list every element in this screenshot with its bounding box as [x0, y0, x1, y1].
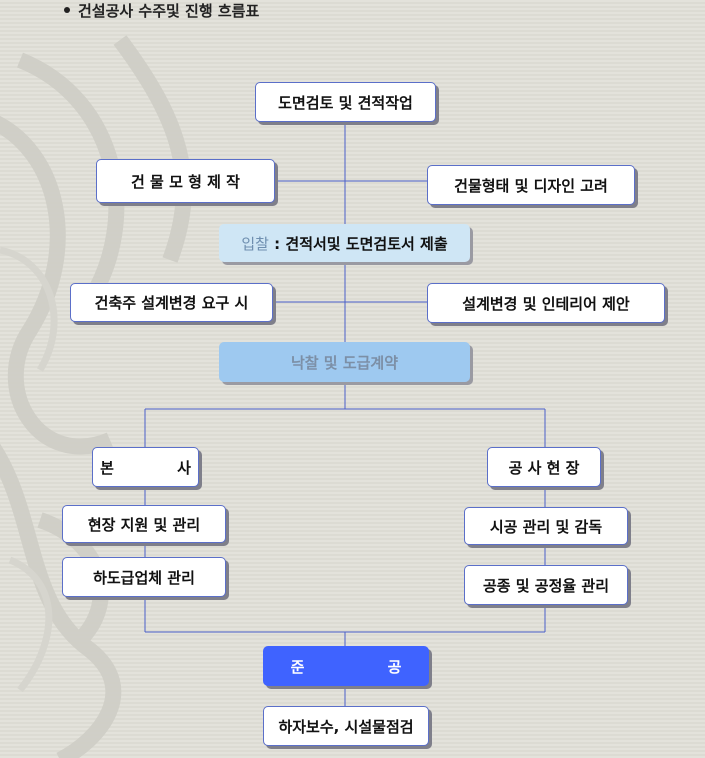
bid-prefix: 입찰 — [241, 234, 269, 253]
node-construction-mgmt: 시공 관리 및 감독 — [464, 507, 628, 545]
node-subcontract: 하도급업체 관리 — [62, 557, 226, 597]
node-design: 건물형태 및 디자인 고려 — [427, 165, 635, 205]
node-contract: 낙찰 및 도급계약 — [219, 342, 470, 382]
node-site-support: 현장 지원 및 관리 — [62, 505, 226, 543]
node-site: 공 사 현 장 — [487, 447, 601, 487]
node-interior: 설계변경 및 인테리어 제안 — [427, 283, 665, 323]
node-bid: 입찰 : 견적서및 도면검토서 제출 — [219, 224, 470, 262]
bullet-icon — [64, 6, 70, 13]
node-model: 건 물 모 형 제 작 — [96, 159, 275, 203]
page-title: 건설공사 수주및 진행 흐름표 — [64, 0, 259, 22]
node-estimate: 도면검토 및 견적작업 — [255, 82, 436, 122]
node-completion: 준 공 — [263, 646, 429, 686]
page-title-text: 건설공사 수주및 진행 흐름표 — [78, 2, 260, 20]
bid-text: : 견적서및 도면검토서 제출 — [268, 234, 448, 253]
node-owner-change: 건축주 설계변경 요구 시 — [70, 283, 273, 322]
node-hq: 본 사 — [92, 447, 199, 487]
node-process-mgmt: 공종 및 공정율 관리 — [464, 565, 628, 605]
node-warranty: 하자보수, 시설물점검 — [263, 706, 429, 746]
